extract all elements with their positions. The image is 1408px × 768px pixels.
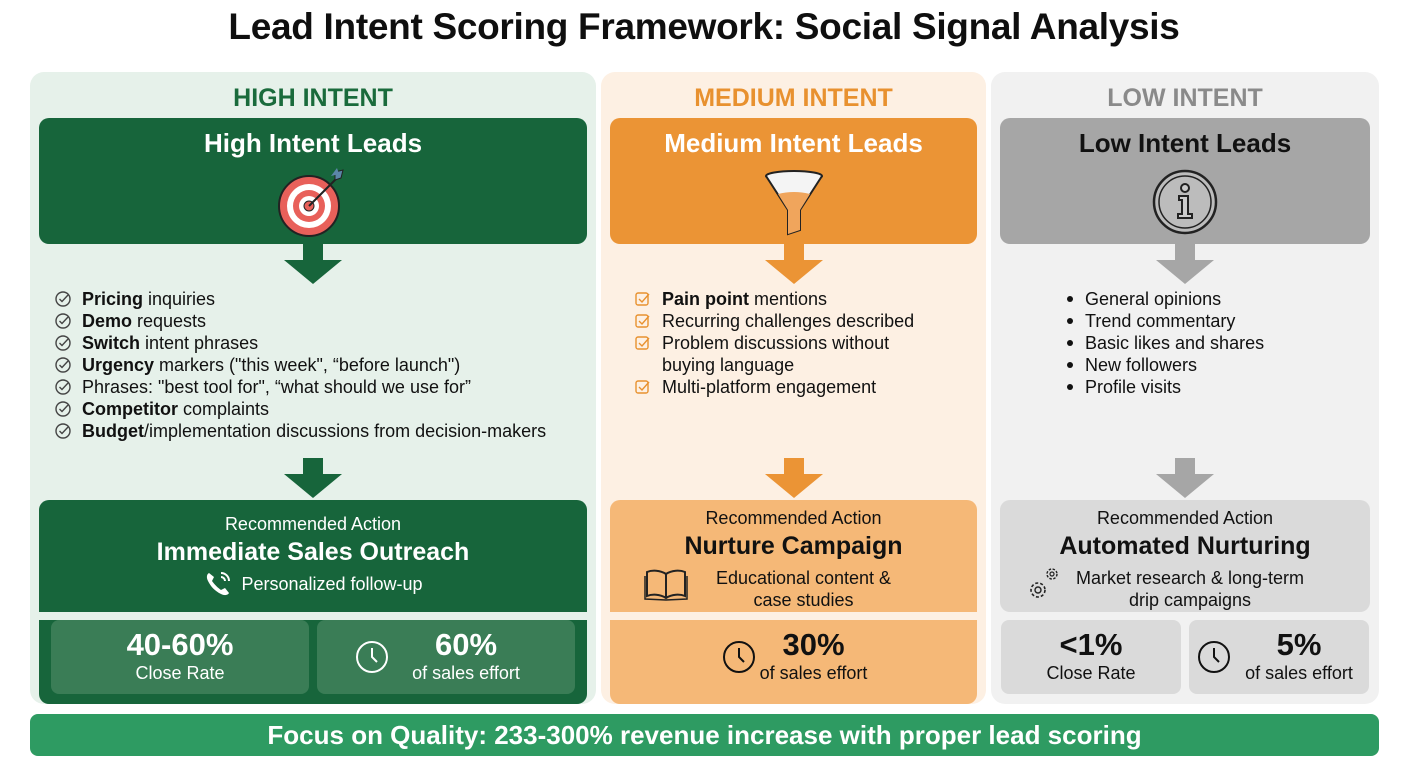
high-intent-card-title: High Intent Leads	[203, 128, 423, 158]
signal-item: Pricing inquiries	[54, 288, 546, 310]
signal-item: Profile visits	[1061, 376, 1264, 398]
book-icon	[644, 569, 688, 601]
action-label: Recommended Action	[705, 508, 882, 528]
medium-intent-column: MEDIUM INTENT Medium Intent Leads Pain p…	[601, 72, 986, 704]
checkbox-icon	[635, 336, 650, 350]
medium-intent-action-card: Recommended Action Nurture Campaign Educ…	[610, 500, 977, 704]
check-circle-icon	[55, 335, 71, 351]
clock-icon	[356, 641, 388, 673]
bullet-icon	[1067, 340, 1073, 346]
sales-effort-stat: 60% of sales effort	[317, 620, 575, 694]
low-intent-column: LOW INTENT Low Intent Leads General opin…	[991, 72, 1379, 704]
stat-value: 60%	[434, 627, 498, 662]
action-description-wrap: Personalized follow-up	[203, 572, 423, 596]
signal-item: Problem discussions without buying langu…	[634, 332, 954, 376]
flow-arrow	[284, 458, 342, 498]
signal-item: Demo requests	[54, 310, 546, 332]
action-title: Nurture Campaign	[684, 532, 903, 560]
signal-item: New followers	[1061, 354, 1264, 376]
signal-item: Competitor complaints	[54, 398, 546, 420]
flow-arrow	[1156, 244, 1214, 284]
phone-icon	[207, 572, 231, 596]
page-title: Lead Intent Scoring Framework: Social Si…	[228, 6, 1180, 47]
action-description: Market research & long-term drip campaig…	[1075, 568, 1305, 610]
low-intent-card-title: Low Intent Leads	[1078, 128, 1292, 158]
bullet-icon	[1067, 362, 1073, 368]
stat-value: 5%	[1276, 627, 1322, 662]
stat-label: of sales effort	[412, 663, 520, 683]
high-intent-header-card: High Intent Leads	[39, 118, 587, 244]
signal-item: Switch intent phrases	[54, 332, 546, 354]
stat-value: 40-60%	[126, 627, 234, 662]
check-circle-icon	[55, 357, 71, 373]
high-intent-signals: Pricing inquiries Demo requests Switch i…	[54, 288, 546, 442]
signal-item: General opinions	[1061, 288, 1264, 310]
medium-intent-card-title: Medium Intent Leads	[664, 128, 923, 158]
signal-item: Basic likes and shares	[1061, 332, 1264, 354]
stat-label: of sales effort	[1245, 663, 1353, 683]
check-circle-icon	[55, 313, 71, 329]
action-description: Personalized follow-up	[241, 574, 423, 594]
stat-value: <1%	[1059, 627, 1123, 662]
high-intent-column: HIGH INTENT High Intent Leads Pricing in…	[30, 72, 596, 704]
signal-item: Trend commentary	[1061, 310, 1264, 332]
high-intent-label: HIGH INTENT	[233, 84, 393, 112]
divider	[610, 612, 977, 620]
info-icon	[1152, 169, 1218, 235]
signal-item: Urgency markers ("this week", “before la…	[54, 354, 546, 376]
flow-arrow	[764, 244, 823, 284]
close-rate-stat: 40-60% Close Rate	[51, 620, 309, 694]
close-rate-stat: <1% Close Rate	[1001, 620, 1181, 694]
checkbox-icon	[635, 314, 650, 328]
gears-icon	[1030, 568, 1058, 598]
signal-item: Recurring challenges described	[634, 310, 954, 332]
medium-intent-signals: Pain point mentions Recurring challenges…	[634, 288, 954, 398]
checkbox-icon	[635, 380, 650, 394]
action-label: Recommended Action	[224, 514, 402, 534]
stat-label: Close Rate	[135, 663, 225, 683]
check-circle-icon	[55, 401, 71, 417]
low-intent-action-card: Recommended Action Automated Nurturing M…	[1000, 500, 1370, 612]
target-icon	[278, 168, 344, 237]
flow-arrow	[284, 244, 342, 284]
low-intent-signals: General opinions Trend commentary Basic …	[1061, 288, 1264, 398]
flow-arrow	[1156, 458, 1214, 498]
divider	[39, 612, 587, 620]
bullet-icon	[1067, 384, 1073, 390]
signal-item: Pain point mentions	[634, 288, 954, 310]
check-circle-icon	[55, 291, 71, 307]
check-circle-icon	[55, 379, 71, 395]
bullet-icon	[1067, 318, 1073, 324]
medium-intent-header-card: Medium Intent Leads	[610, 118, 977, 244]
signal-item: Multi-platform engagement	[634, 376, 954, 398]
low-intent-header-card: Low Intent Leads	[1000, 118, 1370, 244]
action-description: Educational content & case studies	[715, 568, 892, 610]
action-title: Automated Nurturing	[1059, 532, 1311, 560]
stat-value: 30%	[782, 627, 845, 662]
clock-icon	[1198, 641, 1230, 673]
signal-item: Phrases: "best tool for", “what should w…	[54, 376, 546, 398]
clock-icon	[723, 641, 755, 673]
medium-intent-label: MEDIUM INTENT	[694, 84, 893, 112]
flow-arrow	[764, 458, 823, 498]
checkbox-icon	[635, 292, 650, 306]
sales-effort-stat: 30% of sales effort	[620, 620, 967, 694]
low-intent-label: LOW INTENT	[1107, 84, 1263, 112]
funnel-icon	[764, 170, 823, 236]
signal-item: Budget/implementation discussions from d…	[54, 420, 546, 442]
action-title: Immediate Sales Outreach	[156, 538, 470, 566]
sales-effort-stat: 5% of sales effort	[1189, 620, 1369, 694]
action-label: Recommended Action	[1096, 508, 1274, 528]
high-intent-action-card: Recommended Action Immediate Sales Outre…	[39, 500, 587, 704]
check-circle-icon	[55, 423, 71, 439]
stat-label: of sales effort	[759, 663, 868, 683]
stat-label: Close Rate	[1046, 663, 1136, 683]
bullet-icon	[1067, 296, 1073, 302]
footer-banner: Focus on Quality: 233-300% revenue incre…	[30, 714, 1379, 756]
